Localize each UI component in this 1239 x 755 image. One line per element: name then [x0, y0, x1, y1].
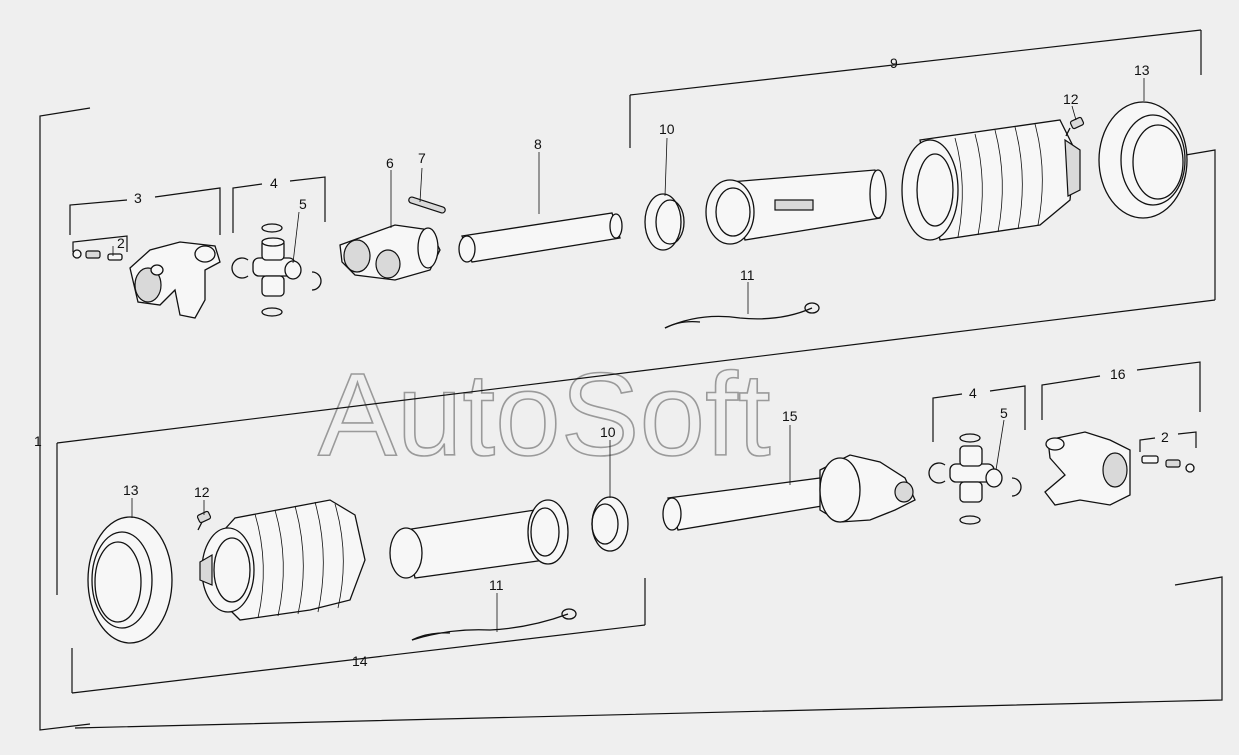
part-3-yoke: [129, 241, 221, 319]
part-12-screw-bottom: [196, 510, 212, 531]
part-4-cross-joint-bottom: [928, 433, 1022, 525]
watermark-text: AutoSoft: [318, 349, 771, 481]
label-16-bottom: 16: [1110, 366, 1126, 382]
label-6-top: 6: [386, 155, 394, 171]
label-7-top: 7: [418, 150, 426, 166]
label-8-top: 8: [534, 136, 542, 152]
label-4-bottom: 4: [969, 385, 977, 401]
label-3-top: 3: [134, 190, 142, 206]
part-12-screw-top: [1065, 116, 1085, 137]
label-11-bottom: 11: [489, 577, 504, 593]
label-15-bottom: 15: [782, 408, 798, 424]
label-14-bottom: 14: [352, 653, 368, 669]
label-1: 1: [34, 433, 42, 449]
label-9-top: 9: [890, 55, 898, 71]
part-outer-tube-bottom: [389, 499, 569, 579]
leader-lines-bottom: [131, 419, 1005, 632]
part-6-flange-yoke: [339, 224, 441, 281]
label-2-top: 2: [117, 235, 125, 251]
assembly-frame-1: [39, 29, 1223, 731]
part-4-cross-joint: [231, 223, 322, 317]
part-10-lock-ring: [644, 193, 685, 251]
part-10-lock-ring-bottom: [591, 496, 629, 552]
label-5-bottom: 5: [1000, 405, 1008, 421]
part-2-bolt-set: [72, 249, 123, 261]
part-11-chain-top: [664, 302, 820, 329]
label-10-top: 10: [659, 121, 675, 137]
label-13-bottom: 13: [123, 482, 139, 498]
part-13-cone-top: [1098, 101, 1188, 219]
part-11-chain-bottom: [411, 608, 577, 641]
part-bellows-bottom: [199, 499, 366, 621]
part-outer-shield-tube: [705, 169, 887, 245]
label-13-top: 13: [1134, 62, 1150, 78]
label-10-bottom: 10: [600, 424, 616, 440]
label-12-bottom: 12: [194, 484, 210, 500]
label-2-bottom: 2: [1161, 429, 1169, 445]
leader-lines-top: [112, 78, 1145, 314]
part-bellows-top: [901, 119, 1081, 241]
part-16-yoke: [1044, 431, 1131, 506]
label-5-top: 5: [299, 196, 307, 212]
part-7-pin: [408, 196, 446, 214]
label-12-top: 12: [1063, 91, 1079, 107]
part-2-bolt-set-bottom: [1141, 455, 1195, 473]
part-15-inner-tube-yoke: [662, 454, 916, 531]
label-4-top: 4: [270, 175, 278, 191]
label-11-top: 11: [740, 267, 755, 283]
part-8-inner-tube: [458, 212, 623, 263]
part-13-cone-bottom: [87, 516, 173, 644]
